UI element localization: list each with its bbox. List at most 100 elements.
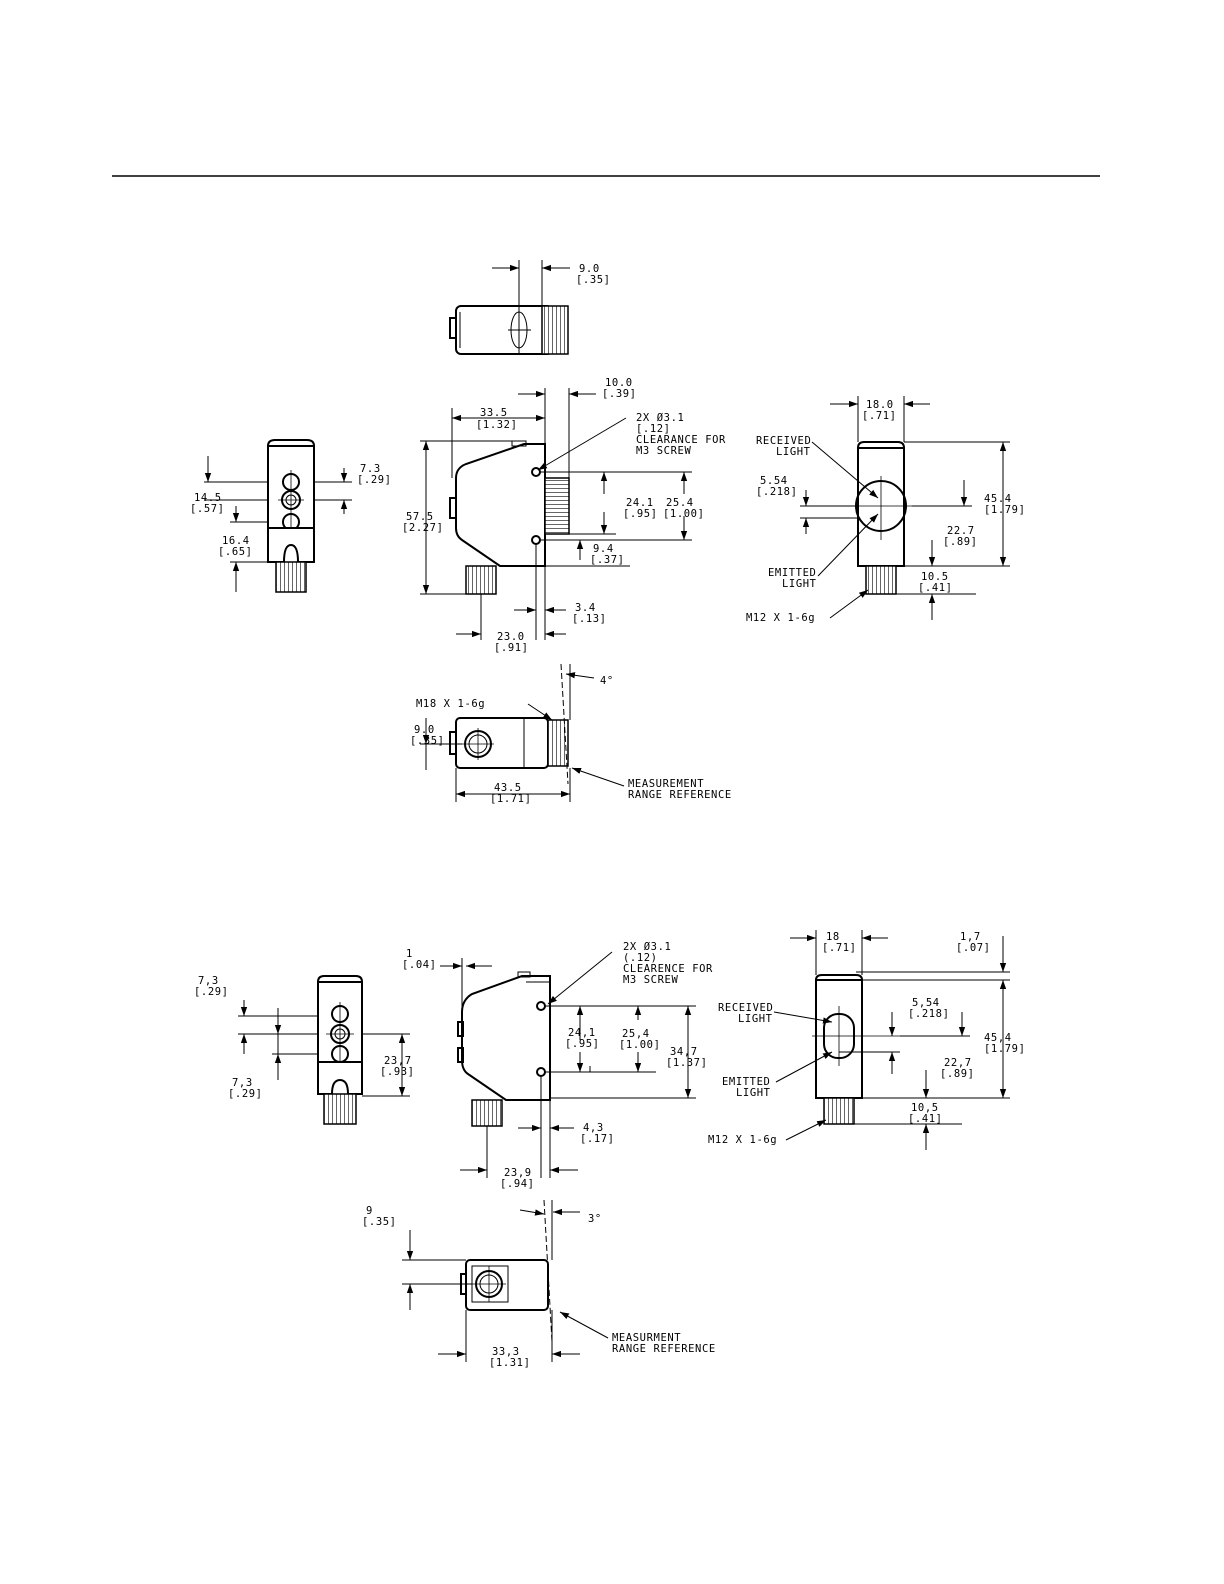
dim-23-9-in: [.94] <box>500 1178 535 1190</box>
emitted-light-2-2: LIGHT <box>736 1087 771 1099</box>
side-view-2: 1 [.04] 2X Ø3.1 (.12) CLEARENCE FOR M3 S… <box>402 941 713 1190</box>
dim-16-4-in: [.65] <box>218 546 253 558</box>
bottom-sensor: 7,3 [.29] 7,3 [.29] 23,7 [.93] <box>194 930 1026 1369</box>
hole-note-1: 2X Ø3.1 <box>636 412 684 424</box>
dim-10-0: 10.0 <box>605 377 633 389</box>
dim-25-4: 25.4 <box>666 497 694 509</box>
dim-18: 18 <box>826 931 840 943</box>
dim-14-5: 14.5 <box>194 492 222 504</box>
dim-18-0-in: [.71] <box>862 410 897 422</box>
dim-9: 9 <box>366 1205 373 1217</box>
emitted-light-2: LIGHT <box>782 578 817 590</box>
thread-m12-2: M12 X 1-6g <box>708 1134 777 1146</box>
dim-33-5: 33.5 <box>480 407 508 419</box>
dim-1-in: [.04] <box>402 959 437 971</box>
dim-7-3b: 7,3 <box>232 1077 253 1089</box>
dim-23-7-in: [.93] <box>380 1066 415 1078</box>
dim-43-5: 43.5 <box>494 782 522 794</box>
dim-16-4: 16.4 <box>222 535 250 547</box>
hole-note-2-3: CLEARENCE FOR <box>623 963 713 975</box>
dim-22-7-2: 22,7 <box>944 1057 972 1069</box>
dim-43-5-in: [1.71] <box>490 793 532 805</box>
dim-1: 1 <box>406 948 413 960</box>
dim-24-1-2-in: [.95] <box>565 1038 600 1050</box>
dim-22-7: 22.7 <box>947 525 975 537</box>
dim-24-1: 24.1 <box>626 497 654 509</box>
dim-57-5-in: [2.27] <box>402 522 444 534</box>
dim-10-5-in: [.41] <box>918 582 953 594</box>
dim-9-4-in: [.37] <box>590 554 625 566</box>
emitted-light-1: EMITTED <box>768 567 816 579</box>
dim-24-1-2: 24,1 <box>568 1027 596 1039</box>
range-ref-1: MEASUREMENT <box>628 778 704 790</box>
top-view: 9.0 [.35] <box>449 260 611 355</box>
dim-5-54-in: [.218] <box>756 486 798 498</box>
dim-7-3b-in: [.29] <box>228 1088 263 1100</box>
dim-33-3-in: [1.31] <box>489 1357 531 1369</box>
dim-22-7-2-in: [.89] <box>940 1068 975 1080</box>
hole-note-3: CLEARANCE FOR <box>636 434 726 446</box>
dim-3-4-in: [.13] <box>572 613 607 625</box>
dim-9-0-in: [.35] <box>576 274 611 286</box>
dim-18-in: [.71] <box>822 942 857 954</box>
dim-24-1-in: [.95] <box>623 508 658 520</box>
dim-4-3: 4,3 <box>583 1122 604 1134</box>
front-view-2: 18 [.71] 1,7 [.07] 45,4 [1.79] RECEIVED … <box>708 930 1026 1150</box>
range-ref-2-2: RANGE REFERENCE <box>612 1343 716 1355</box>
dim-5-54-2-in: [.218] <box>908 1008 950 1020</box>
dim-14-5-in: [.57] <box>190 503 225 515</box>
dim-9-4: 9.4 <box>593 543 614 555</box>
range-ref-2-1: MEASURMENT <box>612 1332 681 1344</box>
received-light-2-2: LIGHT <box>738 1013 773 1025</box>
dim-10-5-2-in: [.41] <box>908 1113 943 1125</box>
dim-33-3: 33,3 <box>492 1346 520 1358</box>
dim-5-54-2: 5,54 <box>912 997 940 1009</box>
dim-1-7: 1,7 <box>960 931 981 943</box>
dim-45-4-2-in: [1.79] <box>984 1043 1026 1055</box>
dim-1-7-in: [.07] <box>956 942 991 954</box>
dim-9-0-in: [.35] <box>410 735 445 747</box>
received-light-1: RECEIVED <box>756 435 811 447</box>
dim-10-5-2: 10,5 <box>911 1102 939 1114</box>
thread-m18: M18 X 1-6g <box>416 698 485 710</box>
left-view: 7.3 [.29] 14.5 [.57] 16.4 [.65] <box>190 439 391 593</box>
dim-23-0: 23.0 <box>497 631 525 643</box>
dim-45-4-2: 45,4 <box>984 1032 1012 1044</box>
hole-note-2-2: (.12) <box>623 952 658 964</box>
dim-34-7: 34,7 <box>670 1046 698 1058</box>
hole-note-2-4: M3 SCREW <box>623 974 678 986</box>
dim-25-4-2-in: [1.00] <box>619 1039 661 1051</box>
dim-23-9: 23,9 <box>504 1167 532 1179</box>
thread-m12: M12 X 1-6g <box>746 612 815 624</box>
dim-10-5: 10.5 <box>921 571 949 583</box>
hole-note-2: [.12] <box>636 423 671 435</box>
hole-note-4: M3 SCREW <box>636 445 691 457</box>
range-ref-2: RANGE REFERENCE <box>628 789 732 801</box>
top-sensor: 9.0 [.35] 7.3 [.29] <box>190 260 1026 805</box>
dim-45-4-in: [1.79] <box>984 504 1026 516</box>
left-view-2: 7,3 [.29] 7,3 [.29] 23,7 [.93] <box>194 975 415 1125</box>
bottom-view-2: 9 [.35] 3° MEASURMENT RANGE REFERENCE 33… <box>362 1199 716 1369</box>
dim-7-3: 7.3 <box>360 463 381 475</box>
dim-23-0-in: [.91] <box>494 642 529 654</box>
dim-18-0: 18.0 <box>866 399 894 411</box>
received-light-2: LIGHT <box>776 446 811 458</box>
dim-33-5-in: [1.32] <box>476 419 518 431</box>
dim-22-7-in: [.89] <box>943 536 978 548</box>
dim-23-7: 23,7 <box>384 1055 412 1067</box>
front-view: 18.0 [.71] RECEIVED LIGHT 5.54 [.218] 45… <box>746 396 1026 624</box>
bottom-view: 4° M18 X 1-6g 9.0 [.35] MEASUREMENT RANG… <box>410 663 732 805</box>
dim-5-54: 5.54 <box>760 475 788 487</box>
dim-7-3a-in: [.29] <box>194 986 229 998</box>
hole-note-2-1: 2X Ø3.1 <box>623 941 671 953</box>
angle-4: 4° <box>600 675 614 687</box>
received-light-2-1: RECEIVED <box>718 1002 773 1014</box>
dim-4-3-in: [.17] <box>580 1133 615 1145</box>
dim-7-3a: 7,3 <box>198 975 219 987</box>
dim-34-7-in: [1.37] <box>666 1057 708 1069</box>
emitted-light-2-1: EMITTED <box>722 1076 770 1088</box>
dim-9-in: [.35] <box>362 1216 397 1228</box>
dim-45-4: 45.4 <box>984 493 1012 505</box>
dim-9-0: 9.0 <box>414 724 435 736</box>
